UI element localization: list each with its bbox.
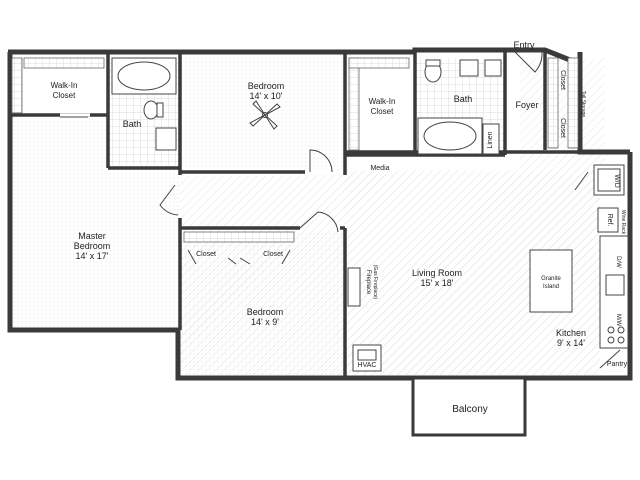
label-walkin-left-2: Closet [53, 91, 76, 100]
label-foyer: Foyer [515, 100, 538, 110]
label-mw: M/W [615, 314, 621, 327]
label-master-2: Bedroom [74, 241, 111, 251]
label-bath-mid: Bath [454, 94, 473, 104]
label-entry: Entry [513, 40, 535, 50]
label-walkin-mid-1: Walk-In [369, 97, 396, 106]
label-living-2: 15' x 18' [421, 278, 454, 288]
label-bath-left: Bath [123, 119, 142, 129]
label-tall-storage: Tall Storage [580, 91, 586, 118]
fixtures [111, 57, 629, 372]
label-linen: Linen [487, 131, 494, 148]
label-kitchen-1: Kitchen [556, 328, 586, 338]
label-wd: W/D [613, 174, 620, 188]
label-granite-2: Island [543, 284, 559, 290]
label-granite-1: Granite [541, 276, 561, 282]
label-wine-rack: Wine Rack [620, 210, 626, 235]
label-fireplace-1: Fireplace [365, 270, 371, 295]
label-fireplace-2: (Gas Fireplace) [372, 265, 378, 300]
label-walkin-mid-2: Closet [371, 107, 394, 116]
label-hvac: HVAC [358, 362, 377, 369]
label-bedroom-top-2: 14' x 10' [250, 91, 283, 101]
label-media: Media [370, 165, 389, 172]
label-closet-a: Closet [196, 251, 216, 258]
label-closet-b: Closet [263, 251, 283, 258]
label-kitchen-2: 9' x 14' [557, 338, 585, 348]
interior-walls [10, 52, 580, 378]
label-closet-bottom: Closet [559, 118, 566, 138]
label-living-1: Living Room [412, 268, 462, 278]
label-ref: Ref. [606, 214, 613, 227]
label-master-1: Master [78, 231, 106, 241]
label-closet-top: Closet [559, 70, 566, 90]
label-balcony: Balcony [452, 404, 488, 415]
doors [60, 51, 621, 369]
label-walkin-left-1: Walk-In [51, 81, 78, 90]
label-bedroom-low-2: 14' x 9' [251, 317, 279, 327]
label-bedroom-top-1: Bedroom [248, 81, 285, 91]
label-dw: D/W [615, 256, 621, 268]
labels: Entry Walk-In Closet Bath Bedroom 14' x … [51, 40, 628, 415]
label-pantry: Pantry [607, 361, 628, 368]
label-bedroom-low-1: Bedroom [247, 307, 284, 317]
closet-shelves [11, 57, 579, 243]
label-master-3: 14' x 17' [76, 251, 109, 261]
balcony-outline [411, 376, 527, 437]
